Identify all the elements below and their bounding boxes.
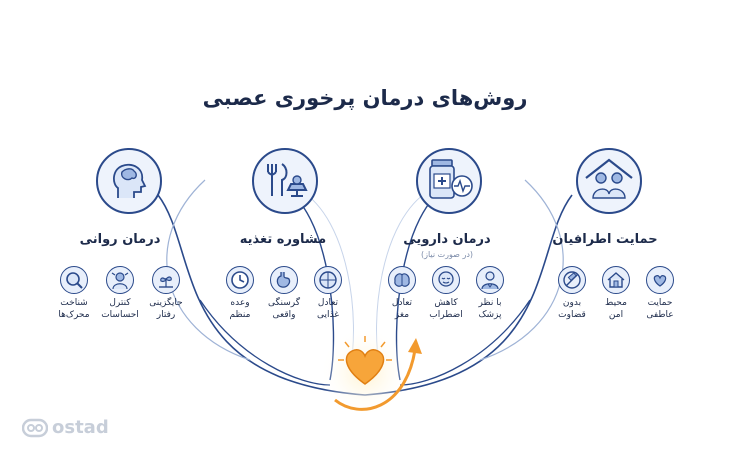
list-item: تعادل غذایی [300,266,356,321]
list-item: وعده منظم [212,266,268,321]
home-icon [602,266,630,294]
sprout-hand-icon [152,266,180,294]
pill-bottle-icon [416,148,482,214]
arrow-arc [334,349,417,411]
column-title-medication: درمان دارویی [403,232,491,247]
heart-icon [338,336,392,385]
list-item: کاهش اضطراب [418,266,474,321]
fork-knife-scale-icon [252,148,318,214]
family-home-icon [576,148,642,214]
column-title-psychotherapy: درمان روانی [79,232,161,247]
list-item: کنترل احساسات [92,266,148,321]
doctor-icon [476,266,504,294]
brain-head-icon [96,148,162,214]
column-title-nutrition: مشاوره تغذیه [239,232,327,247]
list-item: شناخت محرک‌ها [46,266,102,321]
list-item: جایگزینی رفتار [138,266,194,321]
plate-icon [314,266,342,294]
list-item: حمایت عاطفی [632,266,688,321]
ostad-logo-mark-icon [22,418,48,438]
arrow-head-icon [408,338,422,354]
stomach-icon [270,266,298,294]
calm-face-icon [432,266,460,294]
stressed-person-icon [106,266,134,294]
medication-note: (در صورت نیاز) [420,250,473,259]
list-item: تعادل مغز [374,266,430,321]
page-title: روش‌های درمان پرخوری عصبی [202,86,528,110]
magnifier-icon [60,266,88,294]
list-item: گرسنگی واقعی [256,266,312,321]
list-item: با نظر پزشک [462,266,518,321]
list-item: محیط امن [588,266,644,321]
column-title-support: حمایت اطرافیان [552,232,658,247]
list-item: بدون قضاوت [544,266,600,321]
ostad-logo-text: ostad [52,417,109,438]
no-gavel-icon [558,266,586,294]
ostad-logo: ostad [22,414,132,444]
brain-icon [388,266,416,294]
heart-hand-icon [646,266,674,294]
clock-icon [226,266,254,294]
